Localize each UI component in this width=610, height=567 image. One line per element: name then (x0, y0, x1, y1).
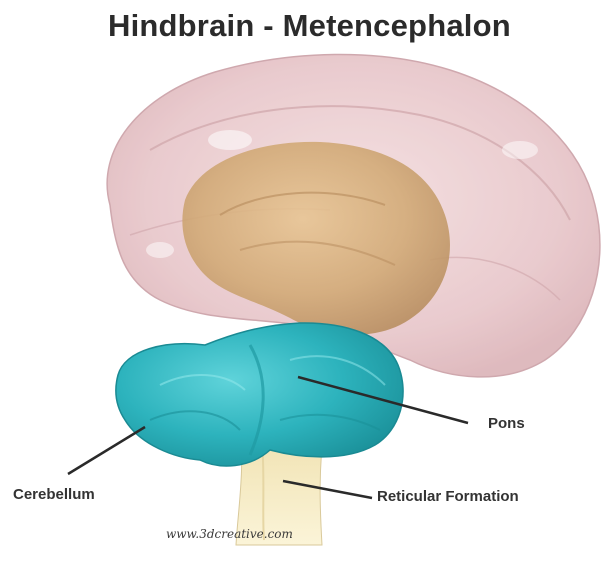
diagram-title: Hindbrain - Metencephalon (108, 8, 511, 44)
watermark: www.3dcreative.com (166, 527, 293, 541)
label-cerebellum: Cerebellum (13, 486, 95, 503)
label-reticular-formation: Reticular Formation (377, 488, 519, 505)
cerebellum-pointer-line (68, 427, 145, 474)
label-pons: Pons (488, 415, 525, 432)
